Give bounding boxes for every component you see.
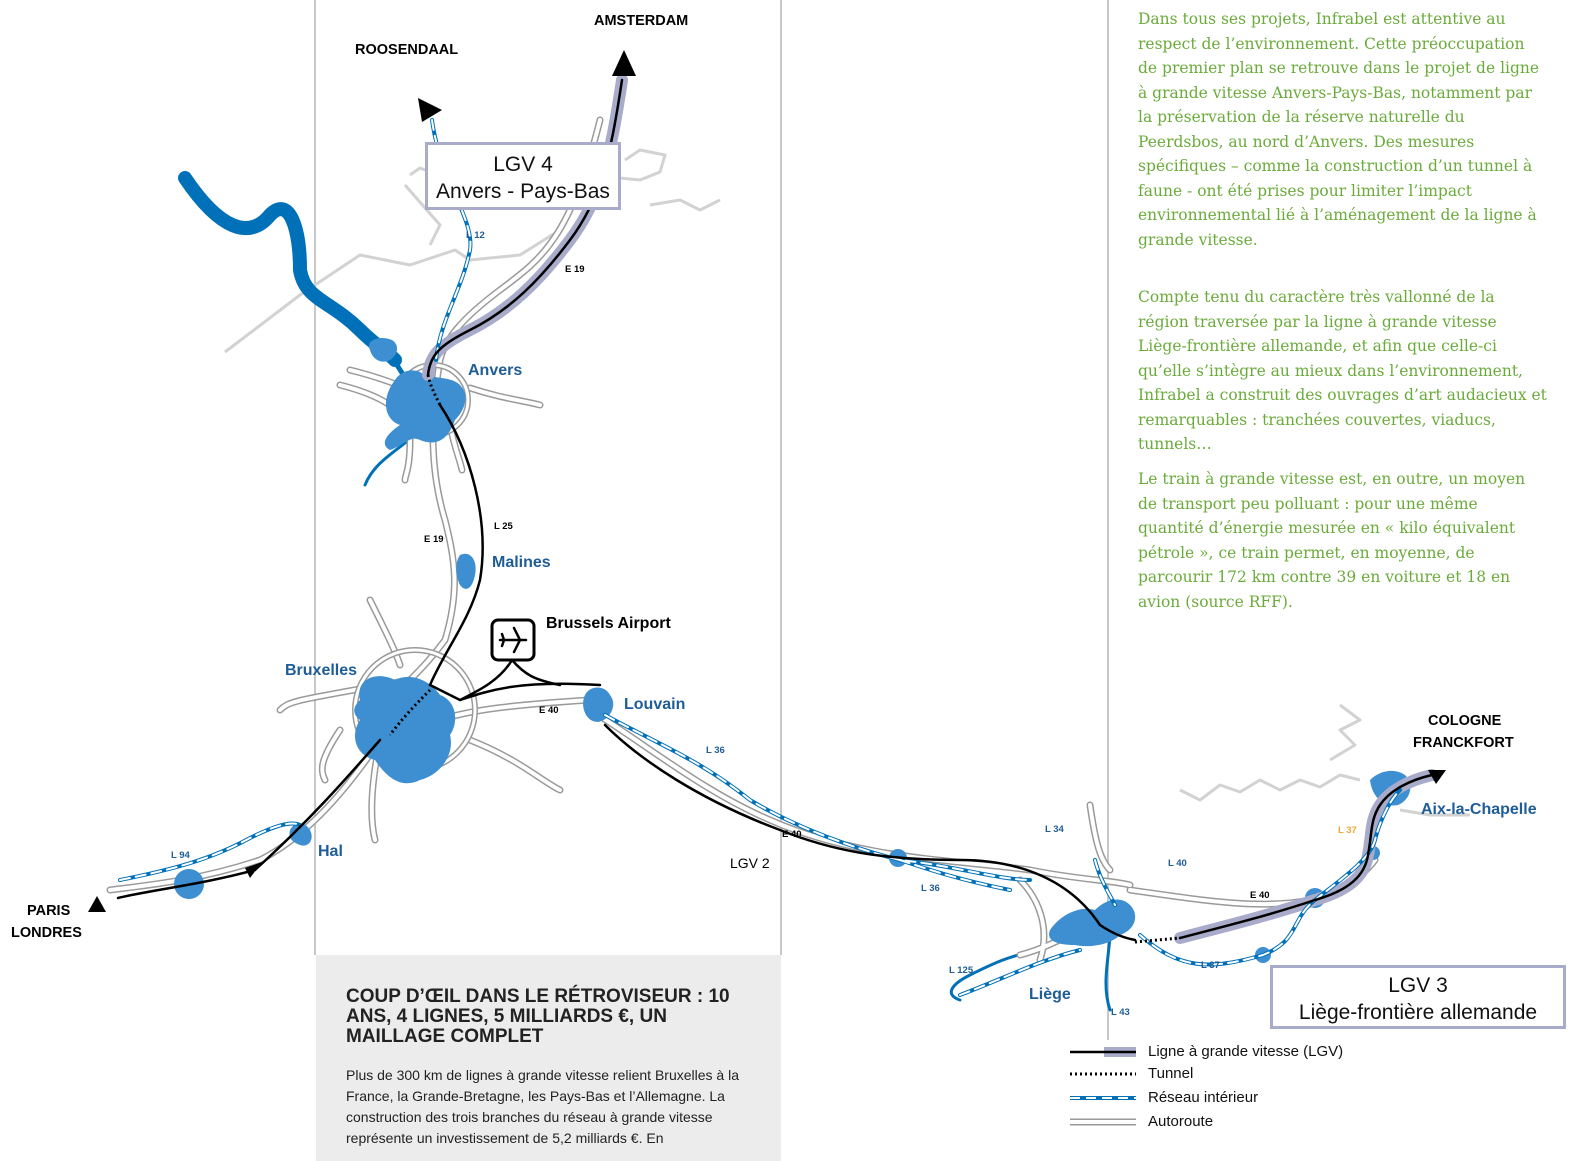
legend-autoroute-symbol: [1070, 1118, 1136, 1126]
legend-interieur-symbol: [1070, 1096, 1136, 1100]
label-l36-a: L 36: [706, 745, 725, 756]
tunnels: [388, 374, 1181, 944]
label-l12: L 12: [466, 230, 485, 241]
article-paragraph-3: Le train à grande vitesse est, en outre,…: [1138, 470, 1526, 611]
airport-label: Brussels Airport: [546, 615, 671, 632]
dest-roosendaal: ROOSENDAAL: [355, 42, 458, 58]
lgv3-subtitle: Liège-frontière allemande: [1298, 1001, 1538, 1024]
city-bruxelles: Bruxelles: [285, 662, 357, 679]
dest-cologne: COLOGNE: [1428, 713, 1502, 729]
legend-autoroute: Autoroute: [1068, 1112, 1388, 1132]
city-louvain: Louvain: [624, 696, 685, 713]
label-e19-north: E 19: [565, 264, 585, 275]
legend-autoroute-label: Autoroute: [1148, 1113, 1214, 1130]
label-lgv2: LGV 2: [730, 855, 770, 871]
legend-tunnel-symbol: [1070, 1072, 1136, 1076]
direction-arrows: [88, 50, 1446, 912]
label-l94: L 94: [171, 850, 191, 861]
label-e19-south: E 19: [424, 534, 444, 545]
dest-amsterdam: AMSTERDAM: [594, 13, 688, 29]
lgv4-callout: LGV 4 Anvers - Pays-Bas: [425, 142, 621, 210]
legend-interieur: Réseau intérieur: [1068, 1088, 1388, 1108]
city-hal: Hal: [318, 843, 343, 860]
retrospective-panel: COUP D’ŒIL DANS LE RÉTROVISEUR : 10 ANS,…: [316, 955, 781, 1161]
domestic-network: [118, 118, 1402, 997]
label-l37-orange: L 37: [1338, 825, 1357, 836]
lgv3-title: LGV 3: [1388, 974, 1448, 997]
legend-interieur-label: Réseau intérieur: [1148, 1089, 1259, 1106]
city-malines: Malines: [492, 554, 551, 571]
legend-lgv-symbol: [1070, 1047, 1136, 1057]
label-l40: L 40: [1168, 858, 1187, 869]
airport-icon: [490, 618, 536, 662]
panel-body: Plus de 300 km de lignes à grande vitess…: [346, 1067, 739, 1146]
lgv4-subtitle: Anvers - Pays-Bas: [436, 180, 610, 203]
city-aix: Aix-la-Chapelle: [1421, 801, 1537, 818]
lgv-lines: [116, 78, 1434, 942]
city-liege: Liège: [1029, 986, 1071, 1003]
label-e40-east: E 40: [1250, 890, 1270, 901]
label-e40-bxl: E 40: [539, 705, 559, 716]
lgv3-callout: LGV 3 Liège-frontière allemande: [1270, 965, 1566, 1029]
label-l25: L 25: [494, 521, 514, 532]
legend-lgv: Ligne à grande vitesse (LGV): [1068, 1042, 1388, 1062]
dest-paris: PARIS: [27, 903, 71, 919]
city-anvers: Anvers: [468, 362, 522, 379]
label-l125: L 125: [949, 965, 974, 976]
legend-tunnel-label: Tunnel: [1148, 1065, 1194, 1082]
article-paragraph-2: Compte tenu du caractère très vallonné d…: [1138, 288, 1547, 453]
label-l43: L 43: [1111, 1007, 1130, 1018]
dest-francfort: FRANCKFORT: [1413, 735, 1514, 751]
lgv4-title: LGV 4: [493, 153, 553, 176]
label-l34: L 34: [1045, 824, 1065, 835]
panel-title: COUP D’ŒIL DANS LE RÉTROVISEUR : 10 ANS,…: [346, 986, 730, 1047]
label-e40-mid: E 40: [782, 829, 802, 840]
label-l37: L 37: [1201, 960, 1220, 971]
dest-londres: LONDRES: [11, 925, 82, 941]
article-paragraph-1: Dans tous ses projets, Infrabel est atte…: [1138, 10, 1540, 249]
legend-tunnel: Tunnel: [1068, 1064, 1388, 1084]
label-l36-b: L 36: [921, 883, 940, 894]
legend-lgv-label: Ligne à grande vitesse (LGV): [1148, 1043, 1344, 1060]
rivers: [178, 171, 1112, 1012]
